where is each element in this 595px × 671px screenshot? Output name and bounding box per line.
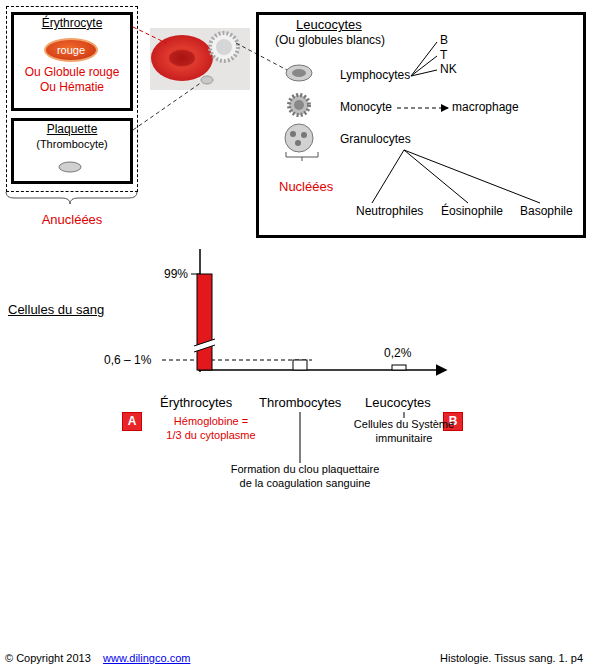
x-axis bbox=[198, 369, 446, 371]
cell-type: Lymphocytes bbox=[340, 68, 410, 83]
red-cell-oval: rouge bbox=[44, 38, 98, 62]
group-heading: Nucléées bbox=[279, 179, 333, 195]
oval-text: rouge bbox=[46, 40, 96, 60]
note-text: Formation du clou plaquettaire de la coa… bbox=[226, 463, 384, 491]
website-link: www.dilingco.com bbox=[103, 652, 190, 666]
cell-type: Éosinophile bbox=[441, 204, 503, 219]
red-cell-center bbox=[169, 50, 195, 66]
bar-thrombocytes bbox=[293, 360, 307, 370]
red-cell-photo bbox=[151, 35, 213, 81]
chart-title: Cellules du sang bbox=[8, 302, 104, 318]
subtype: NK bbox=[440, 62, 457, 77]
cell-type: Monocyte bbox=[340, 100, 392, 115]
marker-letter: A bbox=[123, 413, 141, 430]
cell-box: Érythrocyte Ou Globule rouge Ou Hématie ro… bbox=[11, 12, 133, 111]
leader-line bbox=[236, 43, 287, 70]
page-reference: Histologie. Tissus sang. 1. p4 bbox=[440, 652, 583, 666]
marker-square: A bbox=[122, 412, 142, 431]
dashed-arrow bbox=[397, 108, 448, 109]
white-cell-core bbox=[216, 39, 232, 55]
granule bbox=[301, 132, 307, 138]
lymphocyte-nucleus bbox=[292, 69, 306, 77]
category-label: Thrombocytes bbox=[259, 395, 341, 411]
reference-line bbox=[162, 360, 312, 361]
granule bbox=[290, 131, 296, 137]
bar-value: 0,2% bbox=[384, 346, 411, 361]
branch-line bbox=[411, 42, 437, 76]
cell-box: Plaquette(Thrombocyte) bbox=[11, 118, 133, 184]
bracket bbox=[286, 152, 318, 161]
branch-line bbox=[411, 56, 437, 76]
branch-line bbox=[372, 150, 404, 203]
box-title: Érythrocyte bbox=[14, 16, 130, 31]
subtype: B bbox=[440, 33, 448, 48]
monocyte-icon bbox=[289, 95, 309, 115]
leader-line bbox=[133, 82, 202, 130]
synonym-text: Ou Globule rouge Ou Hématie bbox=[16, 65, 128, 95]
group-box: AnuclééesÉrythrocyteOu Globule rouge Ou … bbox=[6, 6, 138, 192]
bar-erythrocytes bbox=[197, 274, 212, 370]
leader-line bbox=[404, 412, 405, 418]
branch-line bbox=[404, 150, 540, 203]
platelet-photo bbox=[201, 76, 213, 84]
white-cell-photo bbox=[210, 33, 238, 61]
axis-break-line bbox=[194, 345, 215, 352]
box-title: Leucocytes bbox=[296, 17, 362, 33]
copyright: © Copyright 2013 bbox=[5, 652, 91, 666]
box-title: Plaquette bbox=[14, 122, 130, 137]
cell-type: Neutrophiles bbox=[356, 204, 423, 219]
box-subtitle: (Ou globules blancs) bbox=[275, 33, 385, 48]
axis-break bbox=[194, 339, 215, 352]
branch-line bbox=[411, 70, 437, 76]
branch-line bbox=[404, 150, 468, 203]
granulocyte-icon bbox=[285, 124, 313, 152]
cell-type: Basophile bbox=[520, 204, 573, 219]
axis-break-line bbox=[194, 339, 215, 346]
note-text: Cellules du Système immunitaire bbox=[350, 418, 458, 446]
monocyte-nucleus bbox=[294, 100, 304, 110]
leader-line bbox=[300, 412, 301, 463]
granule bbox=[295, 140, 301, 146]
axis-value: 0,6 – 1% bbox=[104, 353, 151, 368]
subtype: T bbox=[440, 48, 447, 63]
note-text: Hémoglobine = 1/3 du cytoplasme bbox=[165, 415, 257, 443]
category-label: Leucocytes bbox=[365, 395, 431, 411]
bracket bbox=[6, 192, 137, 204]
photo-background bbox=[150, 28, 250, 90]
cell-type: Granulocytes bbox=[340, 132, 411, 147]
group-heading: Anucléées bbox=[7, 212, 137, 228]
axis-value: 99% bbox=[150, 267, 188, 282]
category-label: Érythrocytes bbox=[160, 395, 232, 411]
box-subtitle: (Thrombocyte) bbox=[14, 138, 130, 152]
lymphocyte-icon bbox=[286, 65, 312, 81]
platelet-icon bbox=[59, 162, 81, 172]
bar-leucocytes bbox=[392, 365, 406, 370]
cell-type: macrophage bbox=[452, 100, 519, 115]
